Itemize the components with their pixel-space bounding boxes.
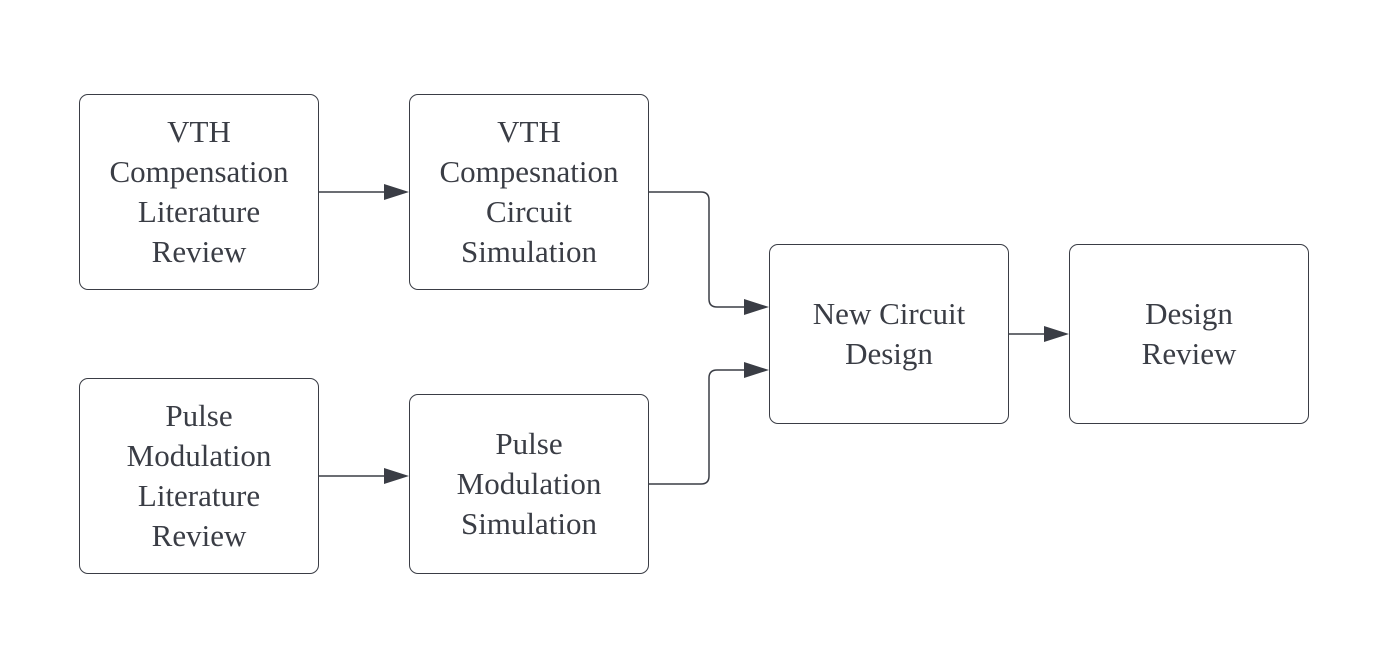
node-new-circuit-design: New Circuit Design bbox=[769, 244, 1009, 424]
node-label-line: VTH bbox=[167, 114, 231, 149]
node-pulse-modulation-literature-review: Pulse Modulation Literature Review bbox=[79, 378, 319, 574]
edge-pulse-sim-to-new-design bbox=[649, 369, 750, 485]
node-label-line: Design bbox=[845, 336, 933, 371]
node-label-line: Simulation bbox=[460, 506, 598, 541]
arrowhead-pulse-sim-to-new-design bbox=[744, 362, 769, 378]
node-label-line: Literature bbox=[137, 194, 261, 229]
edge-vth-sim-to-new-design bbox=[649, 191, 750, 308]
arrowhead-vth-review-to-vth-sim bbox=[384, 184, 409, 200]
node-label-line: Pulse bbox=[165, 398, 233, 433]
node-design-review: Design Review bbox=[1069, 244, 1309, 424]
node-label-line: Compensation bbox=[109, 154, 289, 189]
node-label-line: Design bbox=[1145, 296, 1233, 331]
node-label-line: Compesnation bbox=[439, 154, 619, 189]
node-label-line: Modulation bbox=[126, 438, 272, 473]
node-label-line: Modulation bbox=[456, 466, 602, 501]
node-label-line: VTH bbox=[497, 114, 561, 149]
node-label-line: Circuit bbox=[485, 194, 573, 229]
arrowhead-vth-sim-to-new-design bbox=[744, 299, 769, 315]
node-label-line: Simulation bbox=[460, 234, 598, 269]
node-label-line: New Circuit bbox=[812, 296, 966, 331]
node-pulse-modulation-simulation: Pulse Modulation Simulation bbox=[409, 394, 649, 574]
node-label-line: Review bbox=[1141, 336, 1237, 371]
arrowhead-pulse-review-to-pulse-sim bbox=[384, 468, 409, 484]
node-label-line: Review bbox=[151, 234, 247, 269]
node-vth-compensation-literature-review: VTH Compensation Literature Review bbox=[79, 94, 319, 290]
node-label-line: Literature bbox=[137, 478, 261, 513]
node-vth-compensation-circuit-simulation: VTH Compesnation Circuit Simulation bbox=[409, 94, 649, 290]
node-label-line: Pulse bbox=[495, 426, 563, 461]
node-label-line: Review bbox=[151, 518, 247, 553]
arrowhead-new-design-to-design-review bbox=[1044, 326, 1069, 342]
